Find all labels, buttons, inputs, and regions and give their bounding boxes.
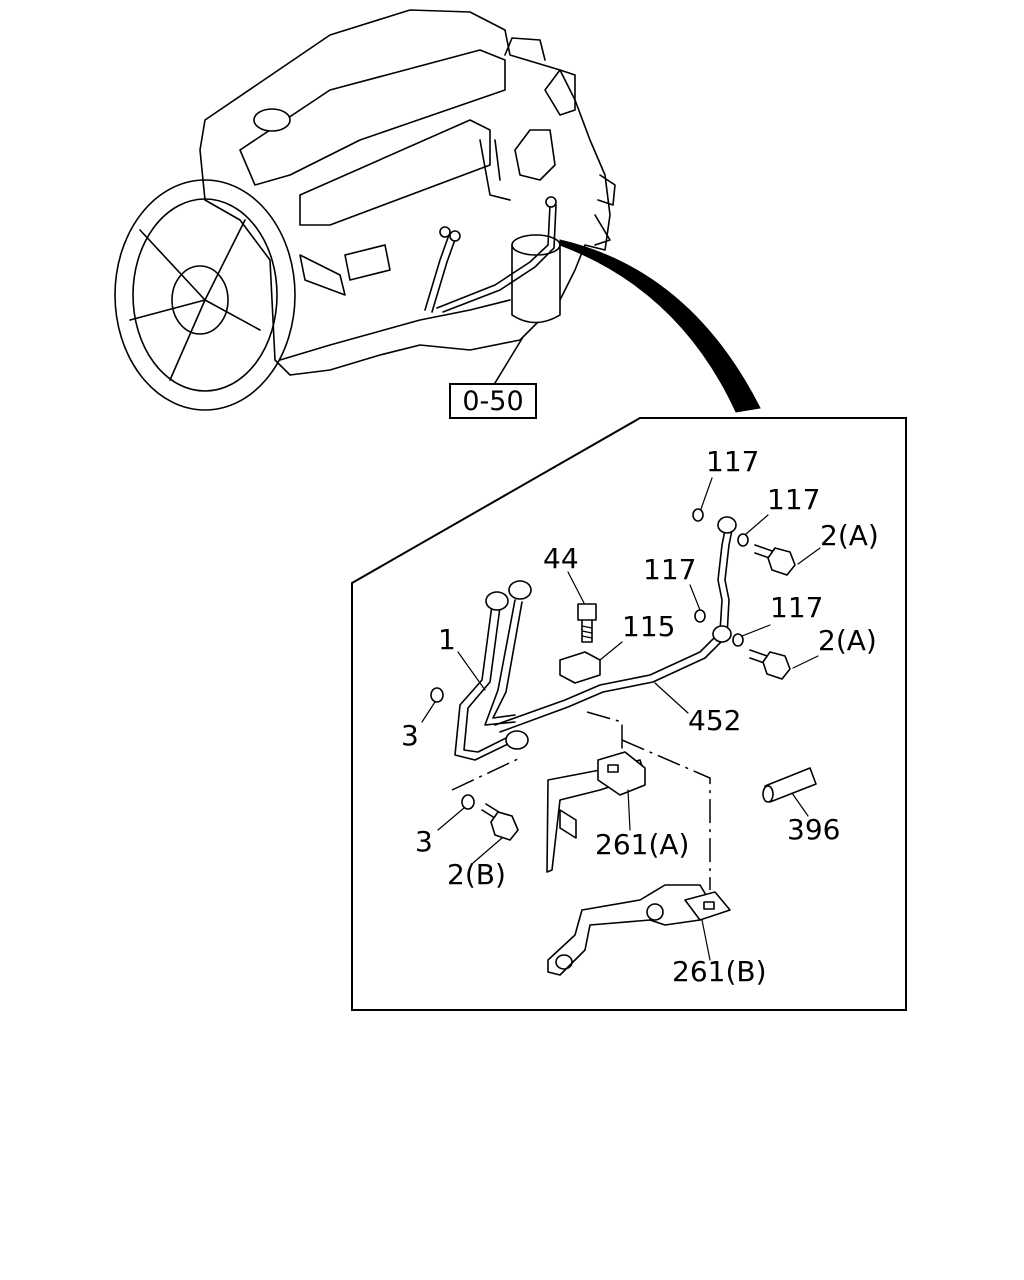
eye-bolt-2a-top (754, 544, 796, 576)
callout-2a-bottom: 2(A) (818, 624, 877, 657)
washer-117-c (694, 609, 706, 623)
eye-bolt-2a-bottom (749, 649, 791, 680)
callout-115: 115 (622, 610, 676, 643)
callout-261b: 261(B) (672, 955, 767, 988)
callout-117-left-lower: 117 (643, 553, 697, 586)
detail-arrow (559, 239, 761, 413)
washer-117-d (732, 633, 744, 647)
bracket-261a (546, 751, 646, 873)
callout-1: 1 (438, 623, 456, 656)
washer-117-b (737, 533, 749, 547)
callout-3-bottom: 3 (415, 825, 433, 858)
leader-lines (421, 477, 821, 961)
washer-3-top (430, 687, 444, 703)
eye-bolt-2b (481, 803, 519, 841)
callout-261a: 261(A) (595, 828, 690, 861)
callout-117-right-lower: 117 (770, 591, 824, 624)
callout-396: 396 (787, 813, 841, 846)
clip-115 (559, 651, 601, 684)
callout-2a-top: 2(A) (820, 519, 879, 552)
bracket-261b (547, 884, 731, 976)
washer-117-a (692, 508, 704, 522)
callout-452: 452 (688, 704, 742, 737)
engine-block (199, 9, 611, 376)
fuel-pipe-452 (494, 516, 737, 733)
bolt-44 (577, 603, 597, 643)
fuel-filter (511, 244, 561, 324)
engine-illustration (114, 9, 616, 411)
callout-2b: 2(B) (447, 858, 506, 891)
reference-label-0-50: 0-50 (449, 383, 537, 419)
callout-44: 44 (543, 542, 579, 575)
fuel-pipe-1 (454, 580, 532, 761)
pin-396 (762, 767, 817, 803)
callout-117-right-upper: 117 (767, 483, 821, 516)
flywheel-housing (114, 179, 296, 411)
callout-117-top: 117 (706, 445, 760, 478)
callout-3-top: 3 (401, 719, 419, 752)
washer-3-bottom (461, 794, 475, 810)
detail-frame (351, 417, 907, 1011)
